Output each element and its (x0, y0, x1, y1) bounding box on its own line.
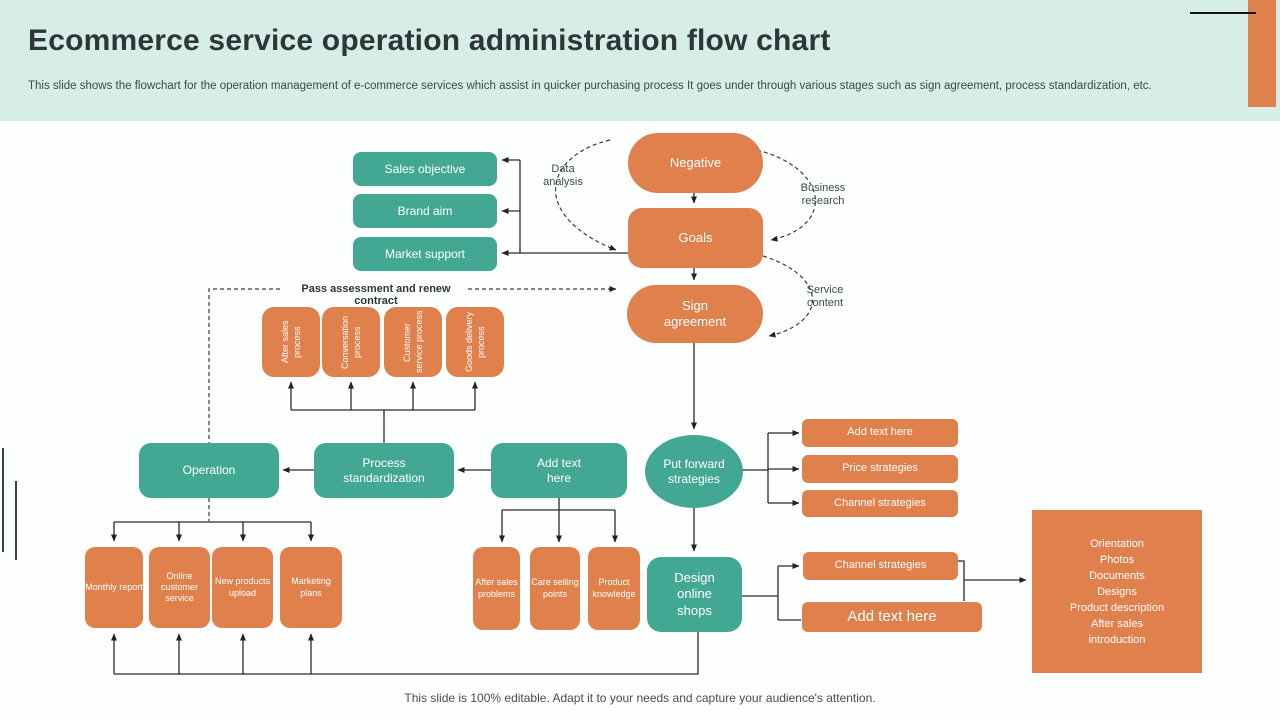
node-after-sales-problems: After sales problems (473, 547, 520, 630)
node-process-standardization: Process standardization (314, 443, 454, 498)
footer-caption: This slide is 100% editable. Adapt it to… (404, 691, 876, 705)
node-sales-objective: Sales objective (353, 152, 497, 186)
label-service-content: Service content (806, 284, 844, 310)
node-care-selling-points: Care selling points (530, 547, 580, 630)
slide-header (0, 0, 1280, 121)
node-operation: Operation (139, 443, 279, 498)
label-pass-assessment: Pass assessment and renew contract (301, 283, 451, 307)
node-channel-strategies-2: Channel strategies (803, 552, 958, 580)
node-add-text-bottom: Add text here (802, 602, 982, 632)
node-price-strategies: Price strategies (802, 455, 958, 483)
decor-line-left-2 (15, 481, 17, 560)
node-negative: Negative (628, 133, 763, 193)
node-online-customer-service: Online customer service (149, 547, 210, 628)
node-sign-agreement: Sign agreement (627, 285, 763, 343)
accent-line (1190, 12, 1256, 14)
node-add-text-mid: Add text here (491, 443, 627, 498)
node-channel-strategies: Channel strategies (802, 490, 958, 517)
node-customer-service-process: Customer service process (384, 307, 442, 377)
node-new-products-upload: New products upload (212, 547, 273, 628)
node-add-text-right: Add text here (802, 419, 958, 447)
label-data-analysis: Data analysis (543, 163, 583, 189)
node-brand-aim: Brand aim (353, 194, 497, 228)
slide-subtitle: This slide shows the flowchart for the o… (28, 80, 1152, 92)
node-monthly-report: Monthly report (85, 547, 143, 628)
decor-line-left-1 (2, 448, 4, 552)
node-design-online-shops: Design online shops (647, 557, 742, 632)
node-conversation-process: Conversation process (322, 307, 380, 377)
label-business-research: Business research (800, 182, 846, 208)
page-title: Ecommerce service operation administrati… (28, 24, 831, 57)
node-goods-delivery-process: Goods delivery process (446, 307, 504, 377)
node-product-knowledge: Product knowledge (588, 547, 640, 630)
node-put-forward-strategies: Put forward strategies (645, 435, 743, 508)
node-after-sales-process: After sales process (262, 307, 320, 377)
node-marketing-plans: Marketing plans (280, 547, 342, 628)
node-goals: Goals (628, 208, 763, 268)
node-orientation-list: Orientation Photos Documents Designs Pro… (1032, 510, 1202, 673)
accent-bar (1248, 0, 1276, 107)
node-market-support: Market support (353, 237, 497, 271)
